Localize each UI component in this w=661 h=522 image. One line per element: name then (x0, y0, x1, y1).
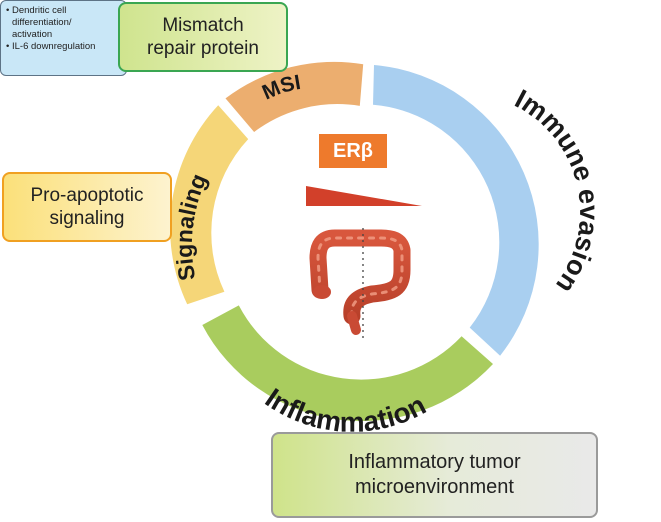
immune-bullet-1-line1: •Dendritic cell (6, 5, 67, 16)
decrease-wedge (306, 186, 422, 206)
pro-apoptotic-line2: signaling (49, 208, 125, 229)
immune-bullet-1-line2: differentiation/ (12, 17, 72, 28)
inflammatory-line1: Inflammatory tumor (348, 451, 521, 473)
mismatch-repair-line1: Mismatch (162, 15, 244, 36)
immune-bullet-2: •IL-6 downregulation (6, 41, 96, 52)
colon-icon (309, 228, 411, 340)
pro-apoptotic-line1: Pro-apoptotic (30, 185, 144, 206)
er-beta-badge: ERβ (319, 134, 387, 168)
immune-evasion-detail-box: •Dendritic cell differentiation/ activat… (0, 0, 127, 76)
mismatch-repair-line2: repair protein (147, 38, 259, 59)
pro-apoptotic-box: Pro-apoptotic signaling (2, 172, 172, 242)
ring-segment-signaling (170, 105, 249, 305)
ring-segment-inflammation (202, 305, 494, 422)
ring-segment-msi (225, 61, 364, 132)
inflammatory-line2: microenvironment (355, 476, 514, 498)
mismatch-repair-box: Mismatch repair protein (118, 2, 288, 72)
immune-bullet-1-line3: activation (12, 29, 53, 40)
inflammatory-microenvironment-box: Inflammatory tumor microenvironment (271, 432, 598, 518)
ring-segment-immune (373, 65, 539, 356)
